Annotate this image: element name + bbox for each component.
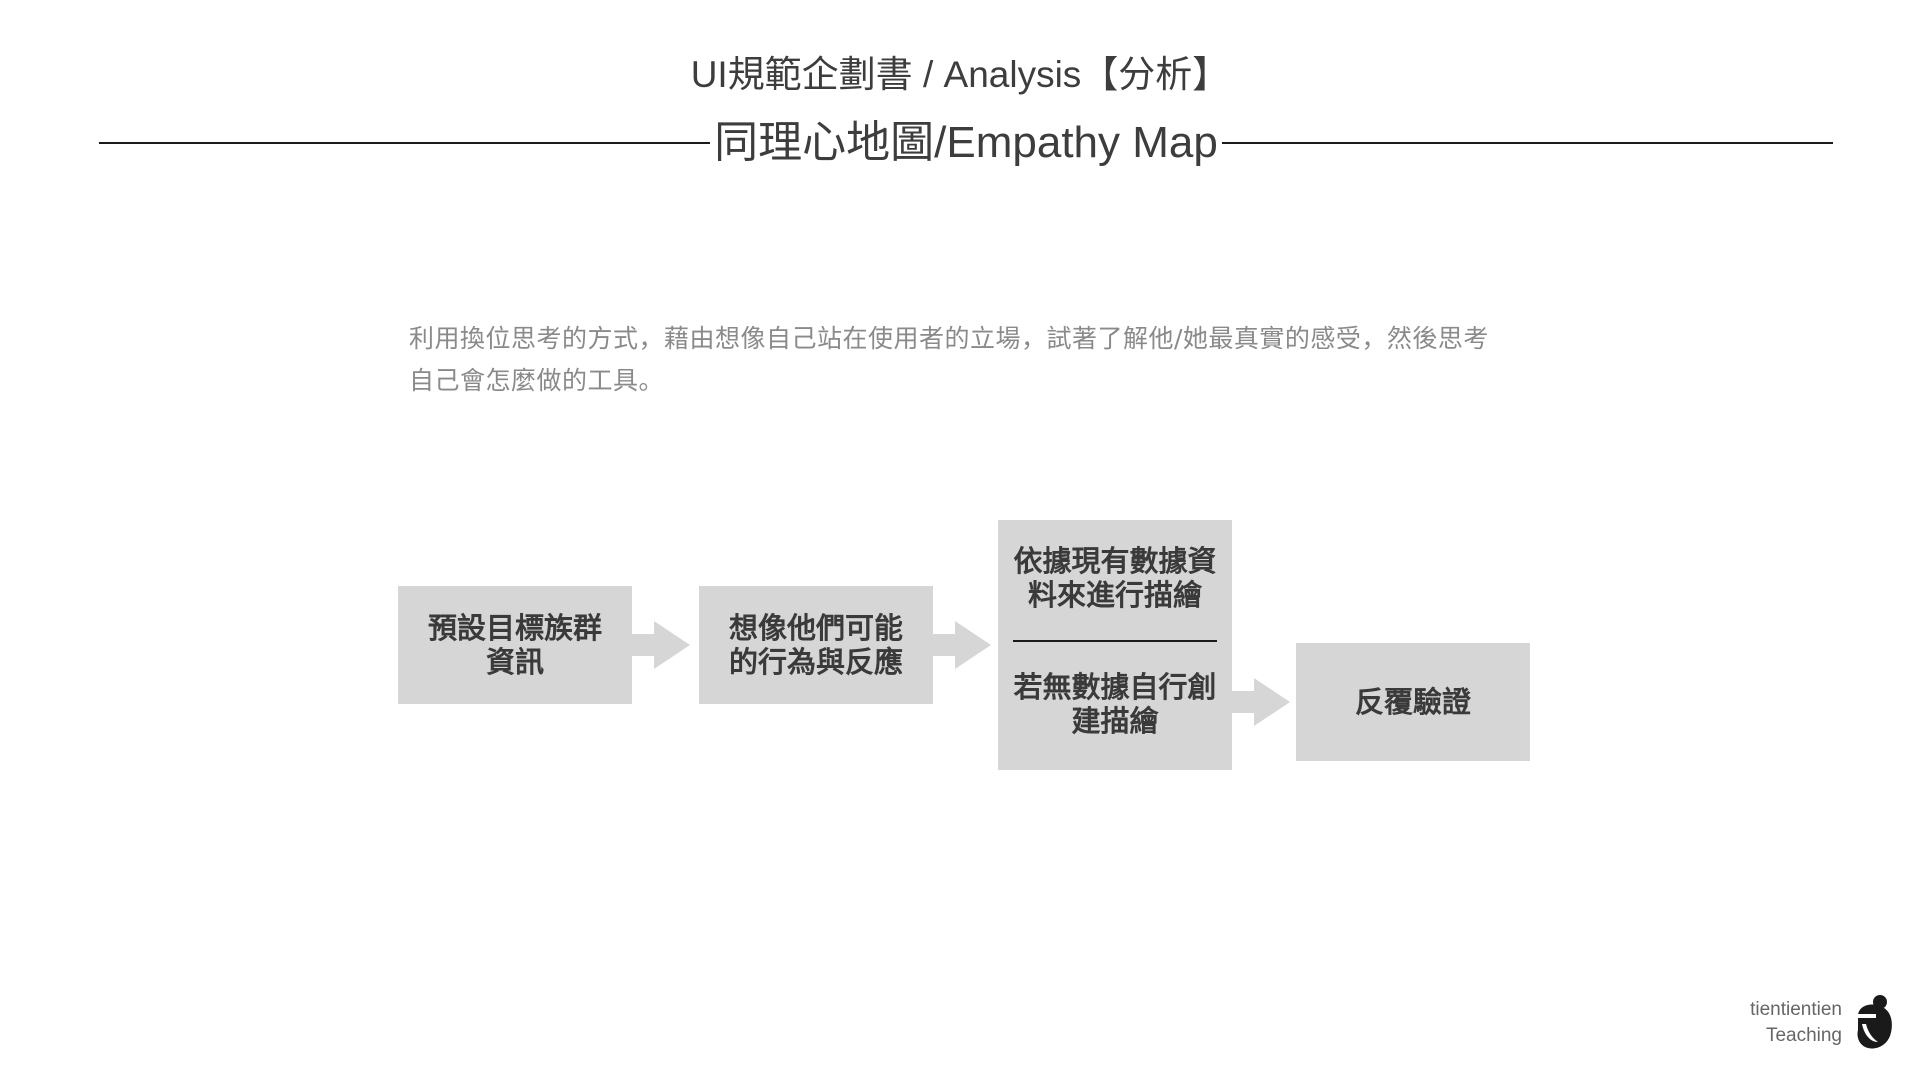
flow-step-3-top-line-1: 依據現有數據資 [1013, 544, 1217, 578]
brand-logo-line-1: tientientien [1750, 999, 1842, 1020]
description-paragraph: 利用換位思考的方式，藉由想像自己站在使用者的立場，試著了解他/她最真實的感受，然… [409, 318, 1539, 402]
section-heading: 同理心地圖/Empathy Map [99, 118, 1833, 168]
bun-hair-woman-icon [1850, 994, 1896, 1052]
brand-logo: tientientien Teaching [1750, 994, 1896, 1052]
flow-arrow-2 [933, 621, 991, 669]
flow-step-1-line-1: 預設目標族群 [427, 611, 602, 645]
flow-step-1-line-2: 資訊 [485, 645, 544, 679]
flow-arrow-1 [632, 621, 690, 669]
section-title: 同理心地圖/Empathy Map [714, 118, 1218, 167]
page-title: UI規範企劃書 / Analysis【分析】 [690, 54, 1230, 95]
description-line-2: 自己會怎麼做的工具。 [409, 366, 665, 395]
flow-step-3-bottom-line-2: 建描繪 [1071, 704, 1159, 738]
flow-step-3-with-data: 依據現有數據資 料來進行描繪 [1008, 544, 1222, 612]
flow-step-verify: 反覆驗證 [1296, 643, 1530, 761]
flow-step-2-line-1: 想像他們可能 [728, 611, 903, 645]
brand-logo-text: tientientien Teaching [1750, 997, 1842, 1049]
flow-arrow-3 [1232, 678, 1290, 726]
flow-step-describe: 依據現有數據資 料來進行描繪 若無數據自行創 建描繪 [998, 520, 1232, 770]
flow-step-target-group: 預設目標族群 資訊 [398, 586, 632, 704]
flow-step-3-top-line-2: 料來進行描繪 [1027, 578, 1202, 612]
flow-step-2-line-2: 的行為與反應 [728, 645, 903, 679]
right-arrow-icon [632, 621, 690, 669]
flow-step-imagine-behavior: 想像他們可能 的行為與反應 [699, 586, 933, 704]
right-arrow-icon [1232, 678, 1290, 726]
brand-logo-line-2: Teaching [1765, 1025, 1842, 1046]
right-arrow-icon [933, 621, 991, 669]
flow-step-4-label: 反覆驗證 [1354, 685, 1471, 719]
flow-step-3-bottom-line-1: 若無數據自行創 [1013, 670, 1217, 704]
description-line-1: 利用換位思考的方式，藉由想像自己站在使用者的立場，試著了解他/她最真實的感受，然… [409, 324, 1489, 353]
heading-rule-right [1221, 142, 1833, 144]
flow-step-3-divider [1013, 640, 1217, 642]
flow-step-3-without-data: 若無數據自行創 建描繪 [1008, 670, 1222, 738]
heading-rule-left [99, 142, 711, 144]
